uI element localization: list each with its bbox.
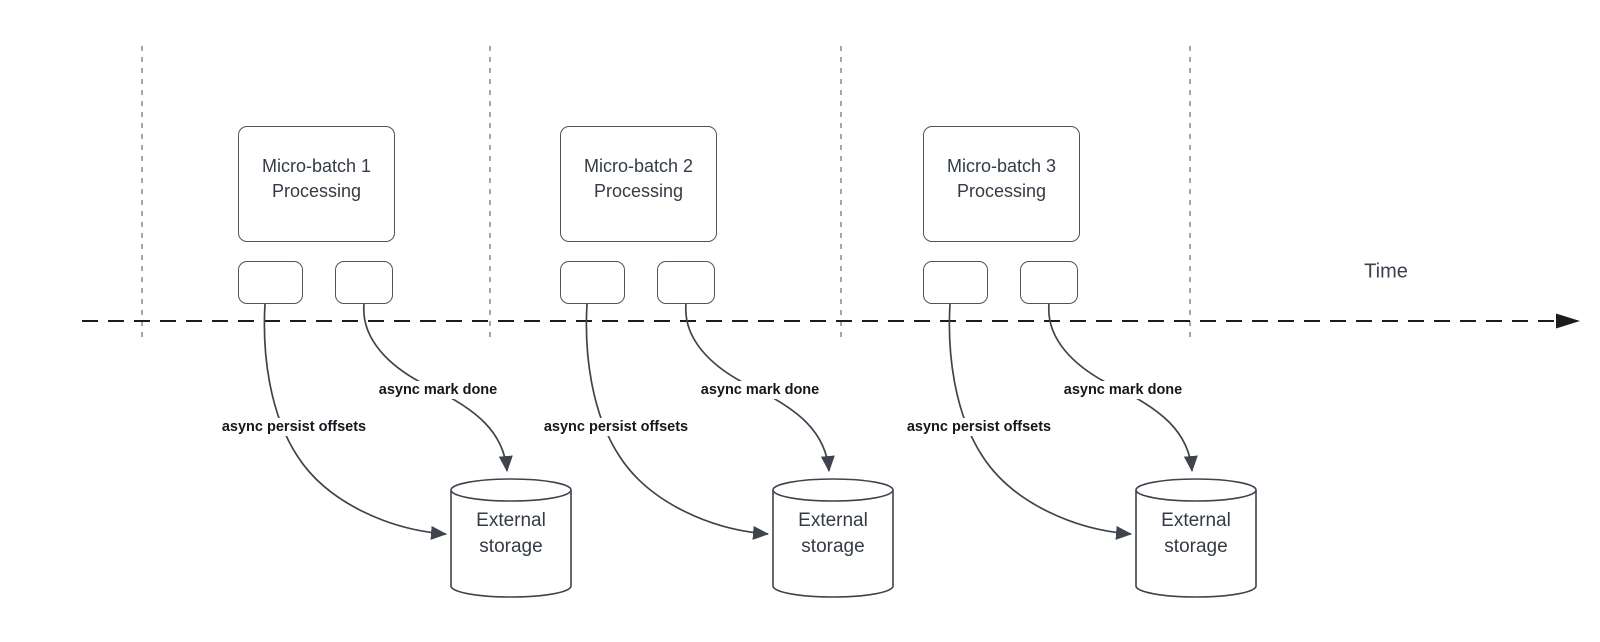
external-storage-label-line1: External — [1161, 510, 1231, 531]
persist-offsets-arrow-label: async persist offsets — [218, 418, 370, 436]
external-storage-cylinder-top — [1135, 478, 1257, 502]
external-storage-cylinder-top — [772, 478, 894, 502]
persist-offsets-arrow — [948, 303, 1132, 540]
external-storage-label-line2: storage — [479, 536, 543, 557]
external-storage-cylinder-top — [450, 478, 572, 502]
external-storage-cylinder-body — [772, 490, 894, 598]
external-storage-label-line2: storage — [1164, 536, 1228, 557]
mark-done-task-box — [657, 261, 715, 304]
external-storage-cylinder-body — [450, 490, 572, 598]
persist-offsets-task-box — [923, 261, 988, 304]
persist-offsets-task-box — [238, 261, 303, 304]
processing-box-title-line2: Processing — [593, 181, 684, 201]
processing-box-title-line1: Micro-batch 2 — [583, 156, 694, 176]
micro-batch-processing-box: Micro-batch 2 Processing — [560, 126, 717, 242]
processing-box-title-line1: Micro-batch 1 — [261, 156, 372, 176]
external-storage-label: External storage — [476, 508, 546, 560]
mark-done-arrow-label: async mark done — [375, 381, 501, 399]
external-storage-label: External storage — [1161, 508, 1231, 560]
timeline-axis-label: Time — [1364, 260, 1408, 283]
external-storage-label-line1: External — [798, 510, 868, 531]
processing-box-title-line2: Processing — [271, 181, 362, 201]
external-storage-label-line1: External — [476, 510, 546, 531]
processing-box-title-line1: Micro-batch 3 — [946, 156, 1057, 176]
external-storage-cylinder-body — [1135, 490, 1257, 598]
processing-box-title-line2: Processing — [956, 181, 1047, 201]
mark-done-task-box — [1020, 261, 1078, 304]
external-storage-label: External storage — [798, 508, 868, 560]
micro-batch-processing-box: Micro-batch 1 Processing — [238, 126, 395, 242]
persist-offsets-arrow — [263, 303, 447, 540]
mark-done-task-box — [335, 261, 393, 304]
timeline-arrowhead-icon — [1556, 313, 1580, 329]
mark-done-arrow-label: async mark done — [1060, 381, 1186, 399]
persist-offsets-arrow — [585, 303, 769, 540]
persist-offsets-arrow-label: async persist offsets — [903, 418, 1055, 436]
mark-done-arrow-label: async mark done — [697, 381, 823, 399]
cluster-1-shapes — [263, 303, 572, 598]
micro-batch-processing-box: Micro-batch 3 Processing — [923, 126, 1080, 242]
persist-offsets-arrow-label: async persist offsets — [540, 418, 692, 436]
external-storage-label-line2: storage — [801, 536, 865, 557]
persist-offsets-task-box — [560, 261, 625, 304]
